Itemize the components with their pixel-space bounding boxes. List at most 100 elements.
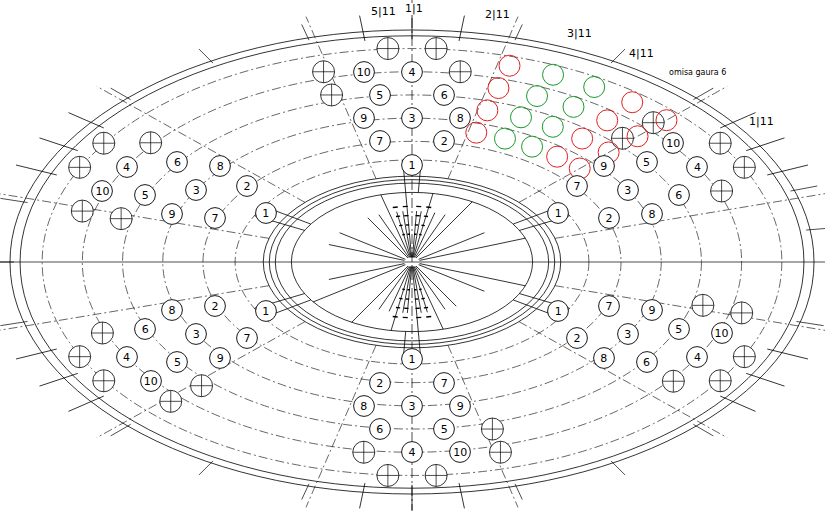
hole-circle bbox=[116, 156, 137, 177]
numbered-hole: 1 bbox=[547, 300, 569, 322]
sector-line bbox=[306, 345, 376, 507]
edge-tick bbox=[39, 373, 77, 386]
hole-circle bbox=[167, 152, 188, 173]
blank-hole bbox=[71, 200, 93, 222]
numbered-hole: 7 bbox=[369, 130, 391, 152]
sector-line bbox=[555, 192, 825, 238]
edge-tick bbox=[16, 349, 57, 359]
numbered-hole: 7 bbox=[598, 295, 620, 317]
sector-line bbox=[97, 322, 305, 438]
hole-cross bbox=[323, 61, 324, 83]
callout-number: 7 bbox=[573, 180, 580, 191]
numbered-hole: 3 bbox=[617, 179, 639, 201]
numbered-hole: 5 bbox=[433, 418, 455, 440]
hub-dash bbox=[424, 307, 428, 309]
hub-dash bbox=[422, 298, 425, 300]
hole-circle bbox=[711, 323, 732, 344]
hole-circle bbox=[434, 372, 455, 393]
callout-number: 4 bbox=[409, 447, 416, 458]
edge-tick bbox=[111, 88, 131, 99]
numbered-hole: 8 bbox=[641, 203, 663, 225]
edge-tick bbox=[746, 373, 784, 386]
marked-hole bbox=[584, 77, 605, 98]
blank-hole bbox=[93, 370, 115, 392]
edge-tick bbox=[16, 165, 57, 175]
marked-hole bbox=[543, 64, 564, 85]
hole-circle bbox=[369, 85, 390, 106]
hole-circle bbox=[167, 351, 188, 372]
numbered-hole: 4 bbox=[116, 156, 138, 178]
hole-cross bbox=[387, 38, 388, 60]
hub-dash bbox=[414, 233, 417, 235]
numbered-hole: 1 bbox=[255, 202, 277, 224]
numbered-hole: 3 bbox=[401, 395, 423, 417]
numbered-hole: 5 bbox=[636, 151, 658, 173]
callout-number: 8 bbox=[360, 400, 367, 411]
hole-cross bbox=[170, 390, 171, 412]
sector-label: 2|11 bbox=[484, 9, 511, 21]
numbered-hole: 7 bbox=[433, 372, 455, 394]
hole-circle bbox=[567, 175, 588, 196]
marked-hole bbox=[494, 128, 515, 149]
hole-circle bbox=[668, 184, 689, 205]
numbered-hole: 1 bbox=[255, 300, 277, 322]
callout-number: 5 bbox=[376, 89, 383, 100]
hole-circle bbox=[636, 351, 657, 372]
hole-circle bbox=[663, 132, 684, 153]
marked-hole bbox=[527, 86, 548, 107]
hole-circle bbox=[687, 347, 708, 368]
edge-tick bbox=[302, 24, 309, 40]
hub-dash bbox=[396, 307, 400, 309]
hole-circle bbox=[237, 175, 258, 196]
callout-number: 8 bbox=[169, 304, 176, 315]
hub-line bbox=[414, 266, 443, 329]
hole-circle bbox=[402, 395, 423, 416]
blank-hole bbox=[481, 418, 503, 440]
numbered-hole: 8 bbox=[593, 347, 615, 369]
edge-tick bbox=[611, 49, 625, 63]
marked-hole bbox=[547, 146, 568, 167]
edge-tick bbox=[360, 16, 365, 41]
sector-label: omisa gaura 6 bbox=[668, 68, 727, 77]
blank-hole bbox=[377, 38, 399, 60]
callout-number: 8 bbox=[648, 209, 655, 220]
blank-hole bbox=[91, 322, 113, 344]
hole-circle bbox=[116, 347, 137, 368]
callout-number: 3 bbox=[193, 328, 200, 339]
hole-cross bbox=[436, 38, 437, 60]
hub-dash bbox=[415, 224, 418, 226]
hub-line bbox=[407, 267, 411, 313]
callout-number: 1 bbox=[555, 305, 562, 316]
edge-tick bbox=[0, 198, 27, 202]
marked-hole bbox=[511, 107, 532, 128]
edge-tick bbox=[68, 113, 103, 128]
numbered-hole: 10 bbox=[353, 61, 375, 83]
hole-cross bbox=[82, 200, 83, 222]
edge-tick bbox=[459, 16, 464, 41]
hole-circle bbox=[617, 180, 638, 201]
hole-circle bbox=[450, 108, 471, 129]
hole-cross bbox=[741, 302, 742, 324]
callout-number: 5 bbox=[643, 157, 650, 168]
callout-number: 1 bbox=[409, 159, 416, 170]
sector-label: 1|11 bbox=[748, 116, 775, 128]
callout-number: 1 bbox=[262, 208, 269, 219]
callout-number: 6 bbox=[675, 189, 682, 200]
callout-number: 6 bbox=[142, 324, 149, 335]
hub-line bbox=[420, 238, 526, 260]
callout-number: 8 bbox=[457, 113, 464, 124]
hub-line bbox=[419, 265, 485, 292]
hole-cross bbox=[500, 441, 501, 463]
hole-circle bbox=[434, 419, 455, 440]
hub-dash bbox=[426, 206, 431, 208]
callout-number: 7 bbox=[211, 212, 218, 223]
marked-hole bbox=[488, 78, 509, 99]
hub-dash bbox=[416, 307, 420, 309]
edge-tick bbox=[515, 484, 522, 500]
blank-hole bbox=[93, 132, 115, 154]
callout-number: 5 bbox=[174, 356, 181, 367]
hole-circle bbox=[434, 85, 455, 106]
hole-cross bbox=[201, 375, 202, 397]
numbered-hole: 9 bbox=[449, 395, 471, 417]
numbered-hole: 5 bbox=[668, 318, 690, 340]
